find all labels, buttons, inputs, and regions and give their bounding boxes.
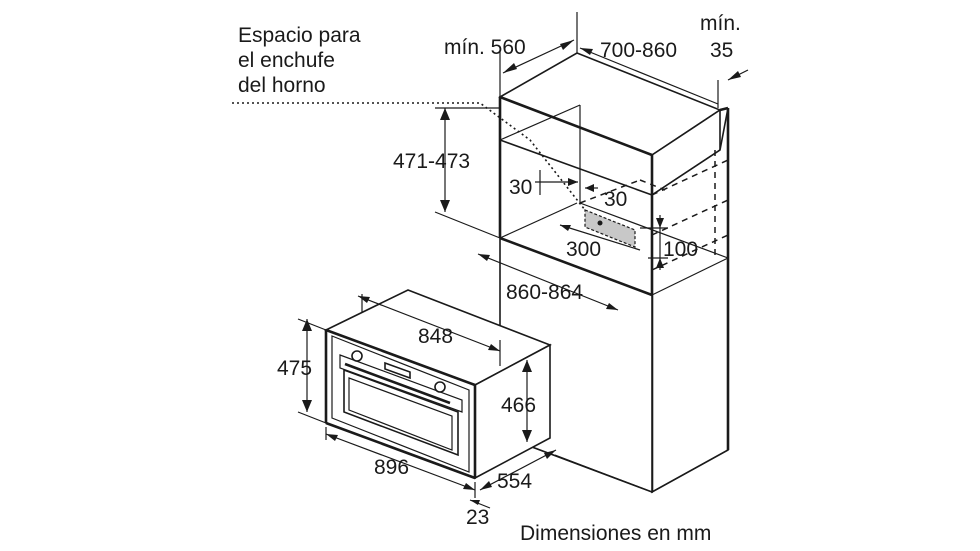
oven-knob-left <box>351 350 363 362</box>
label-depth-min: mín. 560 <box>444 36 526 59</box>
label-oven-body-height: 466 <box>501 394 536 417</box>
label-oven-front-width: 848 <box>418 325 453 348</box>
label-oven-total-width: 896 <box>374 456 409 479</box>
label-socket-height: 100 <box>663 238 698 261</box>
label-oven-depth: 554 <box>497 470 532 493</box>
socket-note-line-2: el enchufe <box>238 49 335 72</box>
socket-note-line-1: Espacio para <box>238 24 361 47</box>
label-niche-width: 860-864 <box>506 281 583 304</box>
label-niche-height: 471-473 <box>393 150 470 173</box>
oven <box>323 289 552 480</box>
socket-area <box>584 209 636 248</box>
footer-units-note: Dimensiones en mm <box>520 522 711 545</box>
label-top-gap-prefix: mín. <box>700 12 741 35</box>
label-socket-width: 300 <box>566 238 601 261</box>
label-top-gap-value: 35 <box>710 39 733 62</box>
label-socket-offset-right: 30 <box>604 188 627 211</box>
oven-handle <box>344 362 451 405</box>
label-oven-front-thickness: 23 <box>466 506 489 529</box>
labels: Espacio para el enchufe del horno mín. 5… <box>238 12 741 545</box>
socket-note-line-3: del horno <box>238 74 326 97</box>
label-socket-offset-left: 30 <box>509 176 532 199</box>
oven-door-window <box>343 368 459 457</box>
oven-display <box>384 361 411 380</box>
label-width-range: 700-860 <box>600 39 677 62</box>
oven-knob-right <box>434 381 446 393</box>
cabinet-dimensions <box>434 12 749 311</box>
oven-dimensions <box>297 294 557 509</box>
socket-center-marker <box>597 220 603 226</box>
label-oven-front-height: 475 <box>277 357 312 380</box>
